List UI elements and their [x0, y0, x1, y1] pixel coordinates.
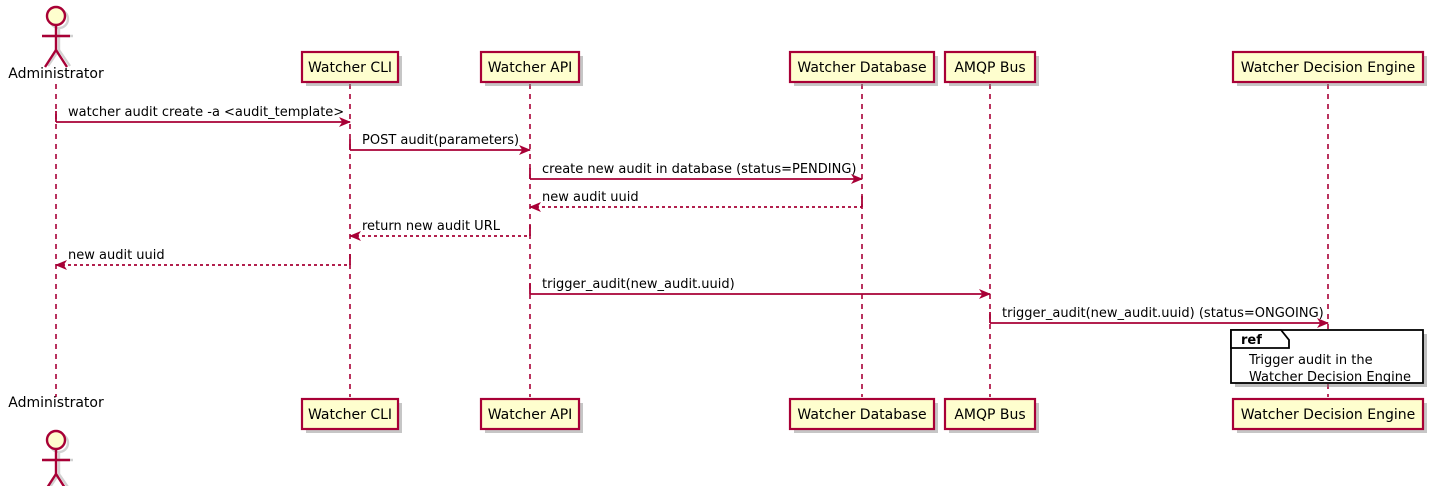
actor-head-icon-top: [45, 5, 67, 27]
actor-leg-right-bottom: [54, 473, 66, 486]
fragment-body-line-1: Trigger audit in the: [1248, 353, 1373, 368]
message-8[interactable]: trigger_audit(new_audit.uuid) (status=ON…: [989, 306, 1329, 328]
actor-leg-left-top: [43, 49, 58, 68]
participant-boxes-bottom: Watcher CLI Watcher API Watcher Database AM…: [300, 397, 1427, 433]
message-7[interactable]: trigger_audit(new_audit.uuid): [529, 277, 991, 299]
message-2[interactable]: POST audit(parameters): [349, 133, 531, 155]
participant-box-watcher-api-top[interactable]: [479, 50, 581, 84]
participant-label-watcher-database-bottom: Watcher Database: [797, 407, 926, 423]
message-label-1: watcher audit create -a <audit_template>: [68, 105, 344, 120]
participant-label-watcher-api-bottom: Watcher API: [488, 407, 573, 423]
participant-box-watcher-decision-engine-top[interactable]: [1231, 50, 1425, 84]
participant-box-amqp-bus-bottom[interactable]: [943, 397, 1037, 431]
message-label-6: new audit uuid: [68, 248, 165, 263]
message-label-7: trigger_audit(new_audit.uuid): [542, 277, 735, 292]
participant-box-watcher-cli-top[interactable]: [300, 50, 400, 84]
participant-label-watcher-decision-engine-bottom: Watcher Decision Engine: [1241, 407, 1415, 423]
participant-label-watcher-cli-bottom: Watcher CLI: [308, 407, 392, 423]
participant-box-watcher-decision-engine-bottom[interactable]: [1231, 397, 1425, 431]
actor-administrator-bottom[interactable]: Administrator: [8, 395, 104, 486]
participant-label-amqp-bus-top: AMQP Bus: [954, 60, 1025, 76]
message-label-4: new audit uuid: [542, 190, 639, 205]
messages-layer: watcher audit create -a <audit_template>…: [55, 105, 1329, 328]
participant-box-watcher-database-bottom[interactable]: [788, 397, 936, 431]
message-1[interactable]: watcher audit create -a <audit_template>: [55, 105, 351, 127]
fragment-keyword-label: ref: [1241, 333, 1262, 348]
participant-box-watcher-cli-bottom[interactable]: [300, 397, 400, 431]
actor-head-icon-bottom: [45, 429, 67, 451]
fragment-keyword-tab: [1230, 329, 1290, 349]
actor-leg-right-top: [54, 49, 69, 68]
participant-box-watcher-api-bottom[interactable]: [479, 397, 581, 431]
message-4[interactable]: new audit uuid: [529, 190, 863, 212]
actor-leg-left-bottom: [46, 473, 58, 486]
message-label-5: return new audit URL: [362, 219, 501, 234]
message-6[interactable]: new audit uuid: [55, 248, 351, 270]
message-5[interactable]: return new audit URL: [349, 219, 531, 241]
participant-label-watcher-decision-engine-top: Watcher Decision Engine: [1241, 60, 1415, 76]
message-label-8: trigger_audit(new_audit.uuid) (status=ON…: [1002, 306, 1324, 321]
participant-boxes-top: Watcher CLI Watcher API Watcher Database AM…: [300, 50, 1427, 86]
participant-label-amqp-bus-bottom: AMQP Bus: [954, 407, 1025, 423]
lifelines-layer: [55, 84, 1329, 397]
message-label-3: create new audit in database (status=PEN…: [542, 162, 857, 177]
actor-label-administrator-bottom: Administrator: [8, 395, 104, 411]
participant-label-watcher-api-top: Watcher API: [488, 60, 573, 76]
actor-administrator-top[interactable]: Administrator: [8, 5, 104, 82]
message-label-2: POST audit(parameters): [362, 133, 519, 148]
participant-label-watcher-cli-top: Watcher CLI: [308, 60, 392, 76]
participant-label-watcher-database-top: Watcher Database: [797, 60, 926, 76]
participant-box-amqp-bus-top[interactable]: [943, 50, 1037, 84]
fragment-body-line-2: Watcher Decision Engine: [1249, 370, 1411, 385]
message-3[interactable]: create new audit in database (status=PEN…: [529, 162, 863, 184]
actor-label-administrator-top: Administrator: [8, 66, 104, 82]
participant-box-watcher-database-top[interactable]: [788, 50, 936, 84]
